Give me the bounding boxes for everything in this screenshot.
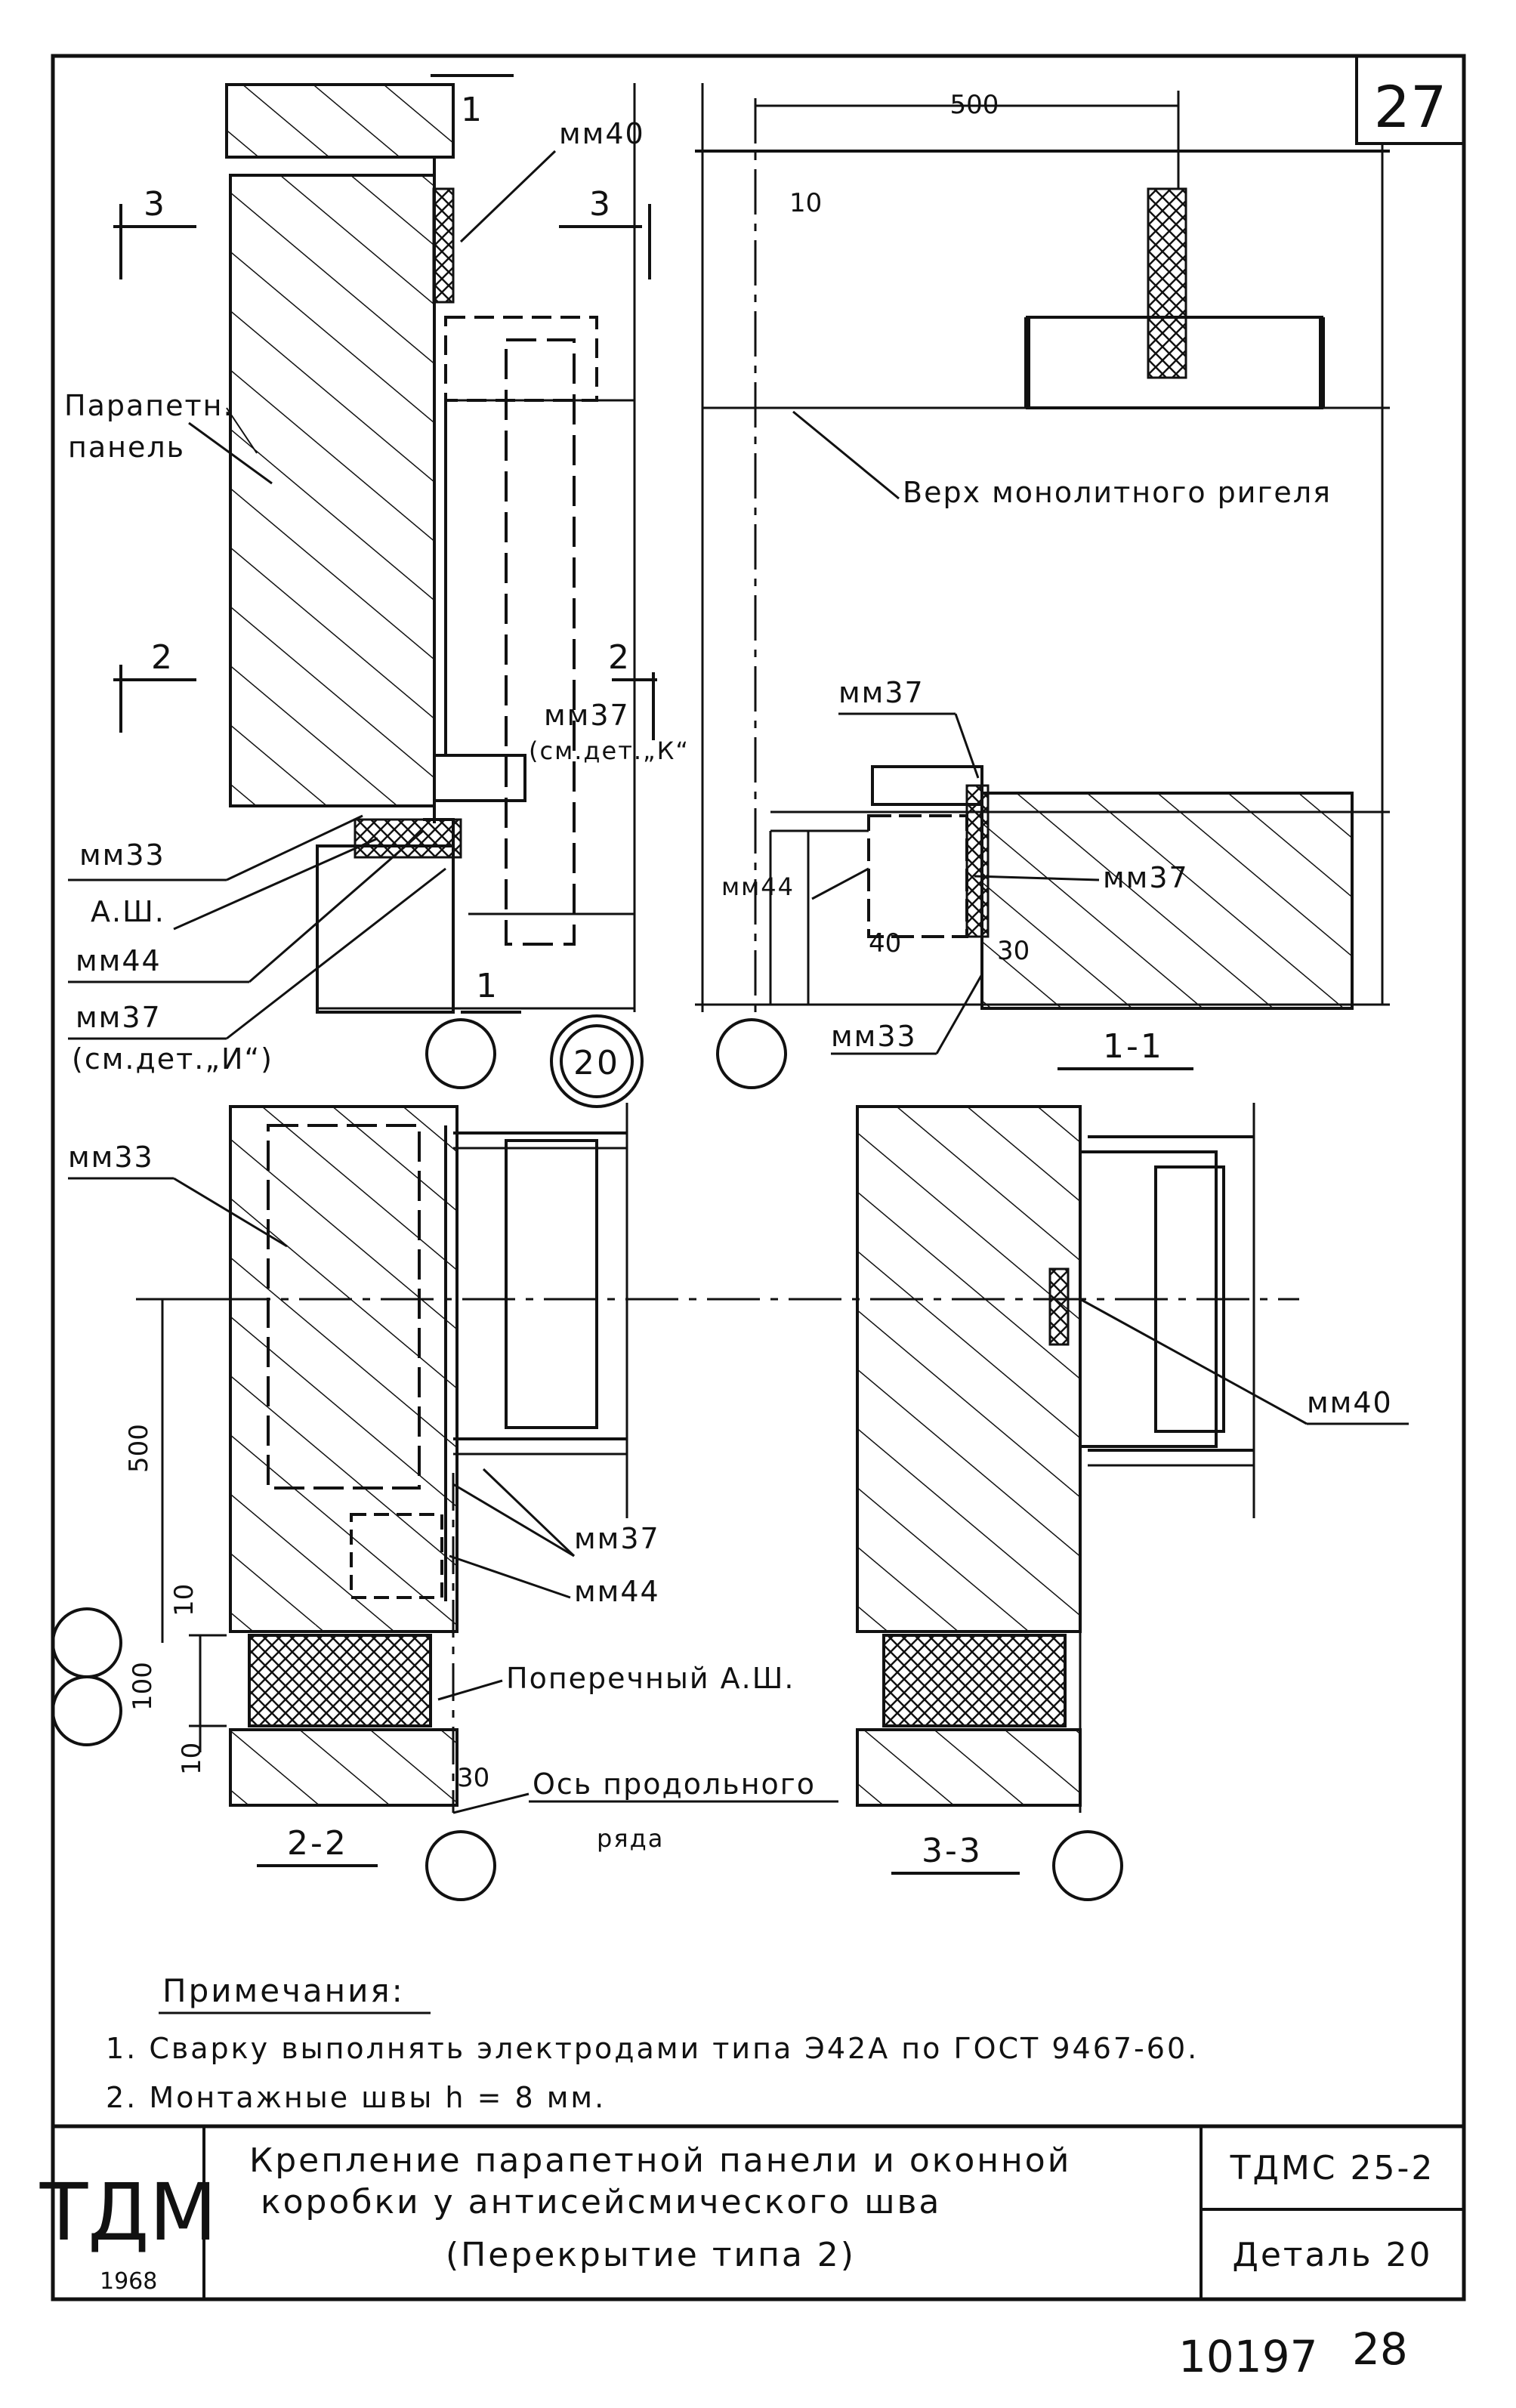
note-1: 1. Сварку выполнять электродами типа Э42… [106,2032,1199,2065]
dim-500-top: 500 [950,90,999,120]
label-ash-a: А.Ш. [91,895,165,928]
axis-bubble-left-2 [51,1675,122,1746]
note-2: 2. Монтажные швы h = 8 мм. [106,2081,606,2114]
bottom-number-1: 10197 [1178,2331,1318,2382]
dim-10-top: 10 [789,188,822,218]
frame-profile-2-2 [505,1139,598,1429]
page-number-box [1355,54,1465,145]
section-label-3-3: 3-3 [922,1832,983,1870]
label-mm37-c: мм37 [838,676,925,709]
label-mm37-a: мм37 [544,699,630,732]
label-mm33-a: мм33 [79,838,165,872]
detail-bubble-number: 20 [573,1044,620,1082]
section-2-2 [136,1103,1299,1813]
dim-10-a: 10 [169,1584,199,1616]
angle-3-3 [1154,1165,1225,1433]
bolt-block-2-2 [350,1513,443,1599]
label-mm37-a-note: (см.дет.„К“ [529,736,690,765]
title-year: 1968 [100,2268,157,2295]
axis-bubble-left-1 [51,1607,122,1678]
dim-100: 100 [128,1662,158,1711]
window-frame-box [444,316,598,402]
riegel-concrete [980,792,1354,1010]
lower-panel-3-3 [856,1728,1082,1807]
lower-panel-2-2 [229,1728,459,1807]
axis-bubble-3-3 [1052,1830,1123,1901]
page-number: 27 [1374,73,1447,140]
label-riegel-top: Верх монолитного ригеля [903,476,1332,509]
section-3-3 [856,1103,1255,1813]
panel-2-2 [229,1105,459,1633]
dim-40: 40 [869,928,901,959]
marker-1-bottom: 1 [476,967,499,1005]
axis-bubble-1 [425,1018,496,1089]
plate-mm37-1-1 [871,765,983,806]
label-mm37-d: мм37 [1103,861,1189,894]
marker-3-right: 3 [589,185,613,224]
detail-bubble-outer [550,1014,644,1108]
sheet-border [51,54,1466,2301]
title-line-3: (Перекрытие типа 2) [446,2236,856,2274]
title-line-2: коробки у антисейсмического шва [261,2183,941,2221]
section-1-1 [695,83,1390,1012]
panel-3-3 [856,1105,1082,1633]
dim-30-a: 30 [997,936,1030,966]
mm40-plate-top [432,187,455,304]
section-label-1-1: 1-1 [1103,1027,1164,1066]
dim-30-b: 30 [457,1763,489,1793]
dim-10-b: 10 [177,1743,207,1775]
label-mm44-a: мм44 [76,944,162,977]
seam-insert-2-2 [248,1634,432,1727]
label-mm33-c: мм33 [68,1141,154,1174]
notes-heading: Примечания: [162,1972,405,2009]
title-detail: Деталь 20 [1232,2236,1432,2274]
embedded-plate-2-2 [267,1124,421,1490]
label-parapet-panel-1: Парапетн. [64,389,234,422]
detail-bubble-inner [560,1024,634,1098]
title-block [53,2124,1464,2299]
title-line-1: Крепление парапетной панели и оконной [249,2141,1071,2180]
label-mm40-top: мм40 [559,117,645,150]
mm37-bracket-a [433,754,526,802]
label-axis-2: ряда [597,1824,664,1853]
bottom-number-2: 28 [1352,2323,1408,2375]
seam-insert-3-3 [882,1634,1067,1727]
marker-1-top: 1 [461,91,484,129]
marker-3-left: 3 [144,185,167,224]
label-parapet-panel-2: панель [68,431,185,464]
parapet-panel [229,174,436,807]
axis-bubble-2-2 [425,1830,496,1901]
label-mm37-2-2: мм37 [574,1522,660,1555]
title-logo: ТДМ [39,2166,218,2258]
weld-strip-1-1 [965,784,990,938]
label-transverse-seam: Поперечный А.Ш. [506,1662,795,1695]
dim-500-left: 500 [124,1424,154,1473]
parapet-detail-upper-left [113,74,657,1014]
label-mm37-b: мм37 [76,1001,162,1034]
label-mm40-right: мм40 [1307,1386,1393,1419]
marker-2-left: 2 [151,638,174,677]
box-mm44-1-1 [867,814,968,938]
axis-bubble-2 [716,1018,787,1089]
label-mm44-b: мм44 [721,872,795,901]
seam-filler [354,818,462,859]
anchor-rod [1147,187,1187,379]
label-mm33-b: мм33 [831,1020,917,1053]
title-series: ТДМС 25-2 [1230,2149,1435,2187]
label-mm37-b-note: (см.дет.„И“) [72,1042,273,1076]
mm40-plate-3-3 [1048,1267,1070,1346]
section-label-2-2: 2-2 [287,1824,348,1863]
label-axis-1: Ось продольного [533,1767,816,1801]
window-frame-post [505,338,576,946]
marker-2-right: 2 [608,638,631,677]
lower-panel-stub [316,844,455,1014]
label-mm44-c: мм44 [574,1575,660,1608]
parapet-panel-top-block [225,83,455,159]
